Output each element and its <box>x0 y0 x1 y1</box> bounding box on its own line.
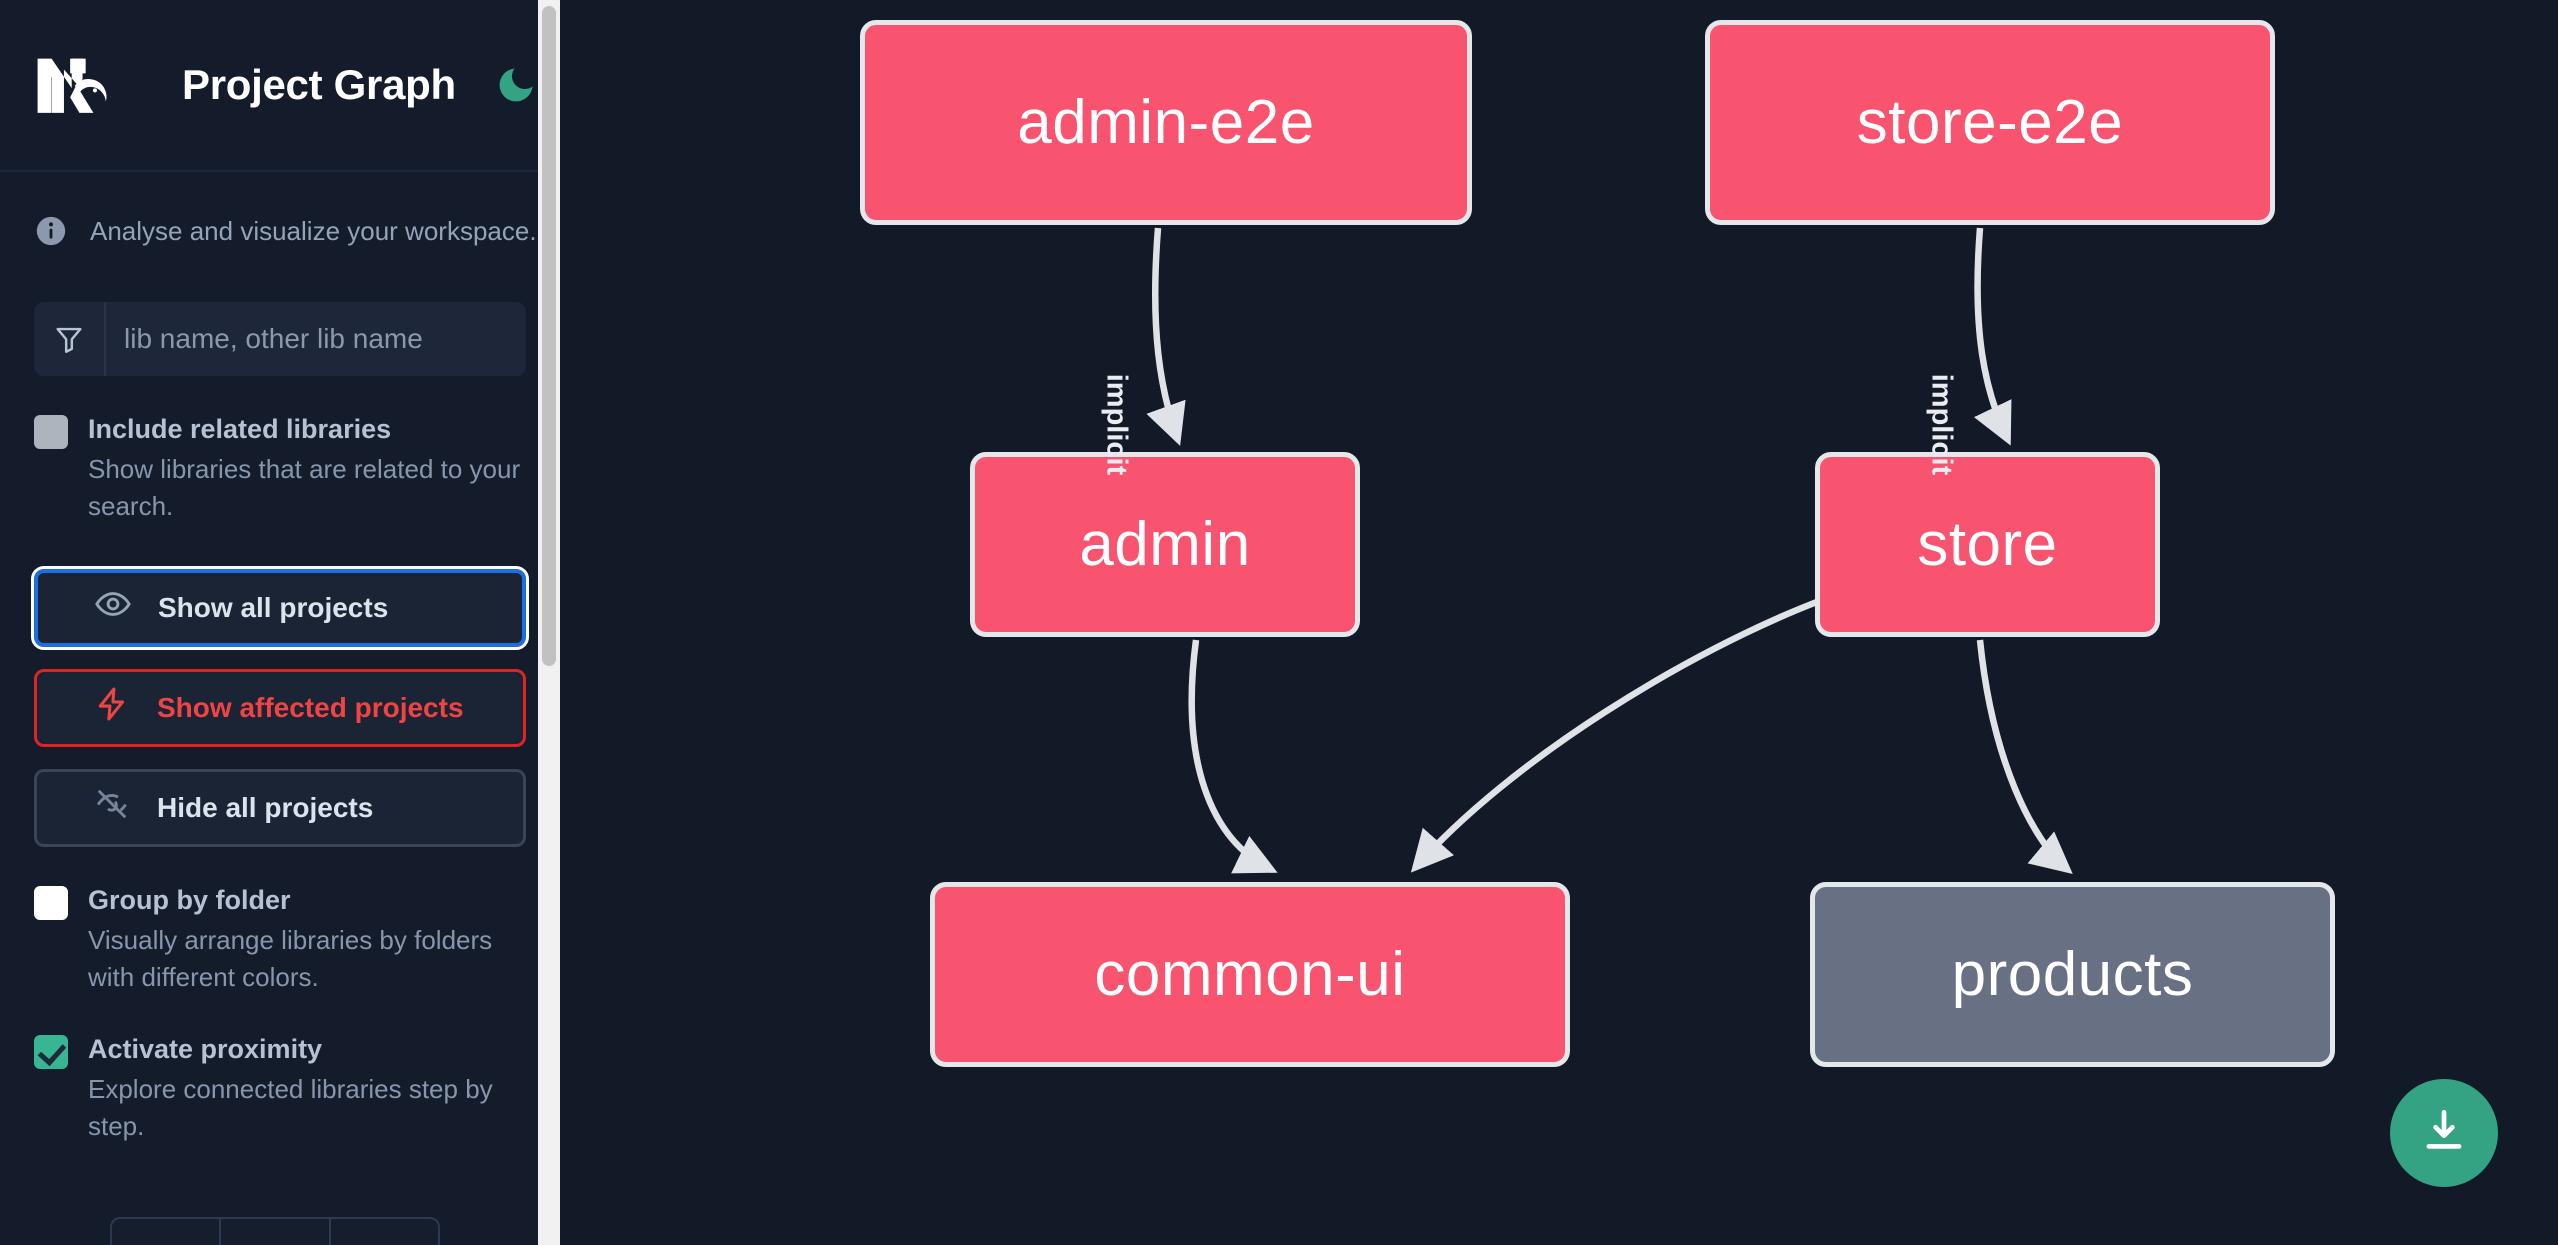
edge-store-common-ui <box>1410 596 1824 873</box>
option-include-related-libraries[interactable]: Include related libraries Show libraries… <box>0 410 560 525</box>
sidebar-scrollbar[interactable] <box>538 0 560 1245</box>
proximity-step-control[interactable] <box>110 1217 440 1245</box>
hide-all-projects-button[interactable]: Hide all projects <box>34 768 526 847</box>
show-all-projects-button[interactable]: Show all projects <box>31 565 529 650</box>
graph-node-admin-e2e[interactable]: admin-e2e <box>860 20 1472 225</box>
option-description: Show libraries that are related to your … <box>88 454 521 522</box>
node-label: admin <box>1079 510 1251 579</box>
eye-slash-icon <box>93 785 131 830</box>
proximity-step-item[interactable] <box>331 1219 438 1245</box>
edge-store-products <box>1976 639 2073 874</box>
option-label: Group by folder <box>88 884 291 915</box>
option-label: Include related libraries <box>88 414 392 444</box>
lightning-bolt-icon <box>93 685 131 730</box>
edge-admin-common-ui <box>1188 639 1278 874</box>
edge-store-e2e-store <box>1973 227 2012 446</box>
page-title: Project Graph <box>182 61 456 108</box>
eye-icon <box>94 585 132 630</box>
search-input[interactable] <box>106 302 526 376</box>
moon-icon[interactable] <box>494 61 538 109</box>
proximity-step-item[interactable] <box>221 1219 331 1245</box>
graph-node-common-ui[interactable]: common-ui <box>930 882 1570 1067</box>
proximity-step-item[interactable] <box>112 1219 222 1245</box>
projects-action-buttons: Show all projects Show affected projects <box>31 565 529 847</box>
download-icon <box>2416 1103 2472 1164</box>
include-related-libraries-checkbox[interactable] <box>34 415 68 449</box>
graph-node-store[interactable]: store <box>1815 452 2160 637</box>
activate-proximity-checkbox[interactable] <box>34 1034 68 1069</box>
graph-node-admin[interactable]: admin <box>970 452 1360 637</box>
node-label: products <box>1951 940 2194 1009</box>
node-label: store <box>1917 510 2058 579</box>
node-label: store-e2e <box>1856 88 2124 157</box>
option-description: Visually arrange libraries by folders wi… <box>88 925 493 992</box>
hide-all-projects-label: Hide all projects <box>157 791 374 823</box>
group-by-folder-checkbox[interactable] <box>34 885 68 920</box>
filter-bar <box>34 302 526 376</box>
graph-node-store-e2e[interactable]: store-e2e <box>1705 20 2275 225</box>
workspace-info-text: Analyse and visualize your workspace. <box>90 215 537 246</box>
option-group-by-folder[interactable]: Group by folder Visually arrange librari… <box>0 881 560 996</box>
show-affected-projects-label: Show affected projects <box>157 691 464 723</box>
edge-admin-e2e-admin <box>1146 227 1186 446</box>
show-all-projects-label: Show all projects <box>158 591 389 623</box>
show-affected-projects-button[interactable]: Show affected projects <box>34 668 526 747</box>
info-icon <box>34 214 68 248</box>
option-description: Explore connected libraries step by step… <box>88 1074 493 1141</box>
option-label: Activate proximity <box>88 1033 323 1064</box>
node-label: admin-e2e <box>1017 88 1315 157</box>
sidebar-header: Project Graph <box>0 0 560 172</box>
nx-logo-icon <box>34 54 128 116</box>
option-activate-proximity[interactable]: Activate proximity Explore connected lib… <box>0 1030 560 1145</box>
sidebar: Project Graph Analyse and visualize your… <box>0 0 560 1245</box>
graph-canvas[interactable]: admin-e2e store-e2e admin store common-u… <box>560 0 2558 1245</box>
node-label: common-ui <box>1094 940 1406 1009</box>
graph-node-products[interactable]: products <box>1810 882 2335 1067</box>
funnel-icon[interactable] <box>34 302 106 376</box>
sidebar-scrollbar-thumb[interactable] <box>542 6 556 666</box>
download-graph-button[interactable] <box>2390 1079 2498 1187</box>
workspace-info: Analyse and visualize your workspace. <box>0 172 560 248</box>
